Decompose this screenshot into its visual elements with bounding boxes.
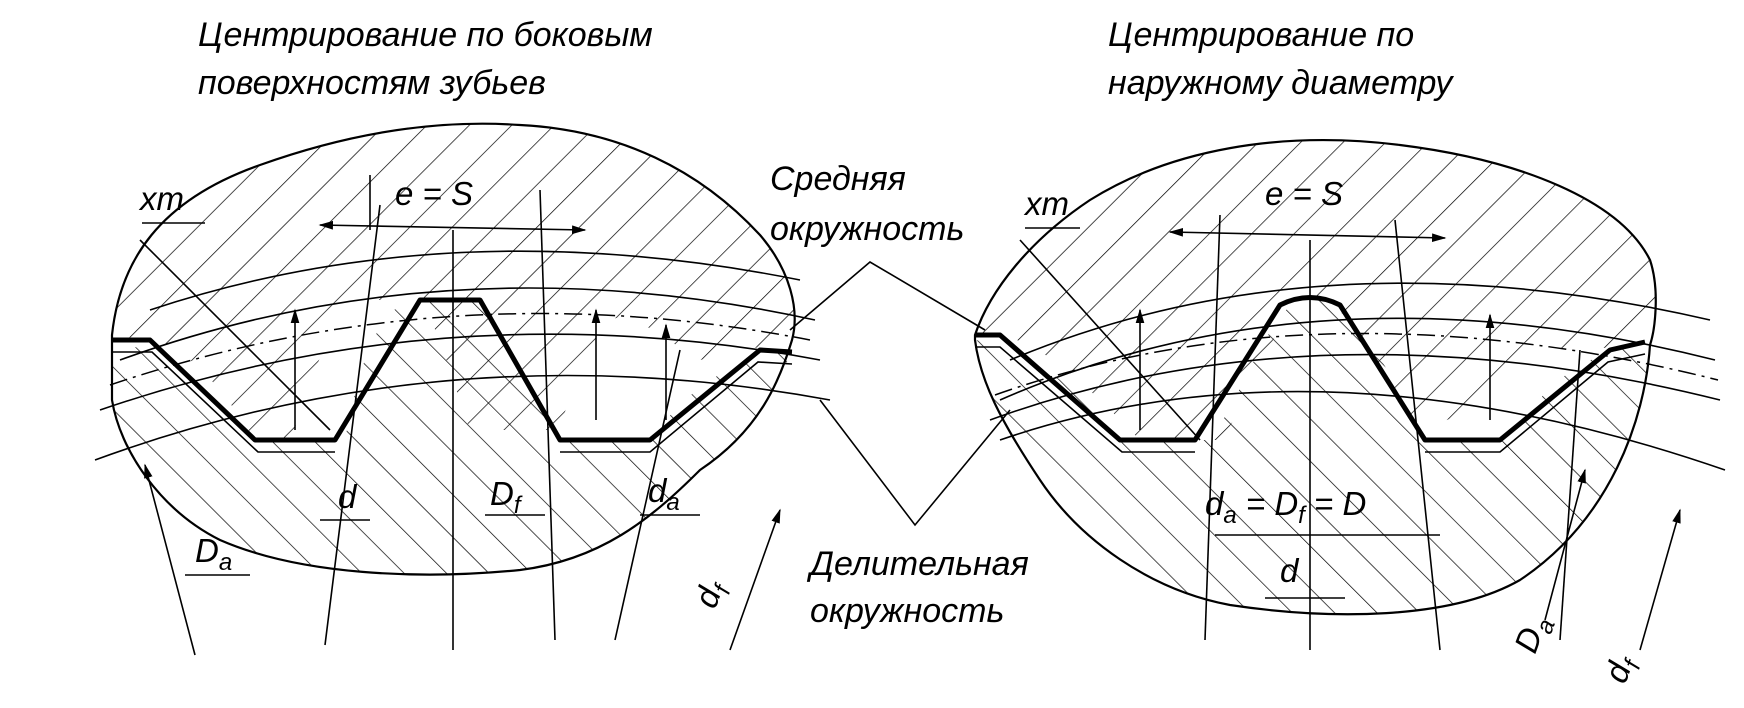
left-label-da: da [648, 472, 680, 516]
right-title-line1: Центрирование по [1108, 16, 1414, 54]
left-section-outline [110, 122, 796, 576]
right-label-xm: xm [1023, 185, 1069, 222]
left-shaft-section [112, 300, 792, 575]
left-title-line1: Центрирование по боковым [198, 16, 653, 54]
right-label-es: e = S [1265, 175, 1343, 212]
right-label-df: df [1597, 649, 1648, 690]
left-label-es: e = S [395, 175, 473, 212]
left-title-line2: поверхностям зубьев [198, 64, 546, 102]
right-shaft-section [975, 300, 1650, 615]
right-panel [973, 139, 1726, 651]
center-leaders [789, 261, 1011, 527]
pitch-circle-line2: окружность [810, 592, 1004, 630]
right-label-equation: da = Df = D [1205, 485, 1366, 529]
right-label-Da: Da [1507, 610, 1561, 660]
left-panel [94, 122, 831, 656]
left-circle-d [99, 333, 821, 411]
left-label-Da: Da [195, 532, 232, 576]
right-title-line2: наружному диаметру [1108, 64, 1454, 102]
left-tooth-profile [112, 297, 793, 443]
pitch-circle-line1: Делительная [806, 545, 1029, 583]
left-label-d: d [338, 478, 358, 515]
mean-circle-line1: Средняя [770, 160, 906, 198]
left-circle-da [119, 287, 816, 361]
right-texts: Центрирование по наружному диаметру xm e… [1023, 16, 1648, 690]
left-label-xm: xm [138, 180, 184, 217]
left-label-df: df [687, 574, 738, 615]
mean-circle-line2: окружность [770, 210, 964, 248]
left-label-Df: Df [490, 475, 523, 519]
right-label-d: d [1280, 552, 1300, 589]
right-hub-section [975, 140, 1656, 440]
left-circle-df [149, 250, 801, 311]
center-texts: Средняя окружность Делительная окружност… [770, 160, 1029, 630]
left-texts: Центрирование по боковым поверхностям зу… [138, 16, 738, 615]
left-mean-circle [109, 312, 811, 386]
